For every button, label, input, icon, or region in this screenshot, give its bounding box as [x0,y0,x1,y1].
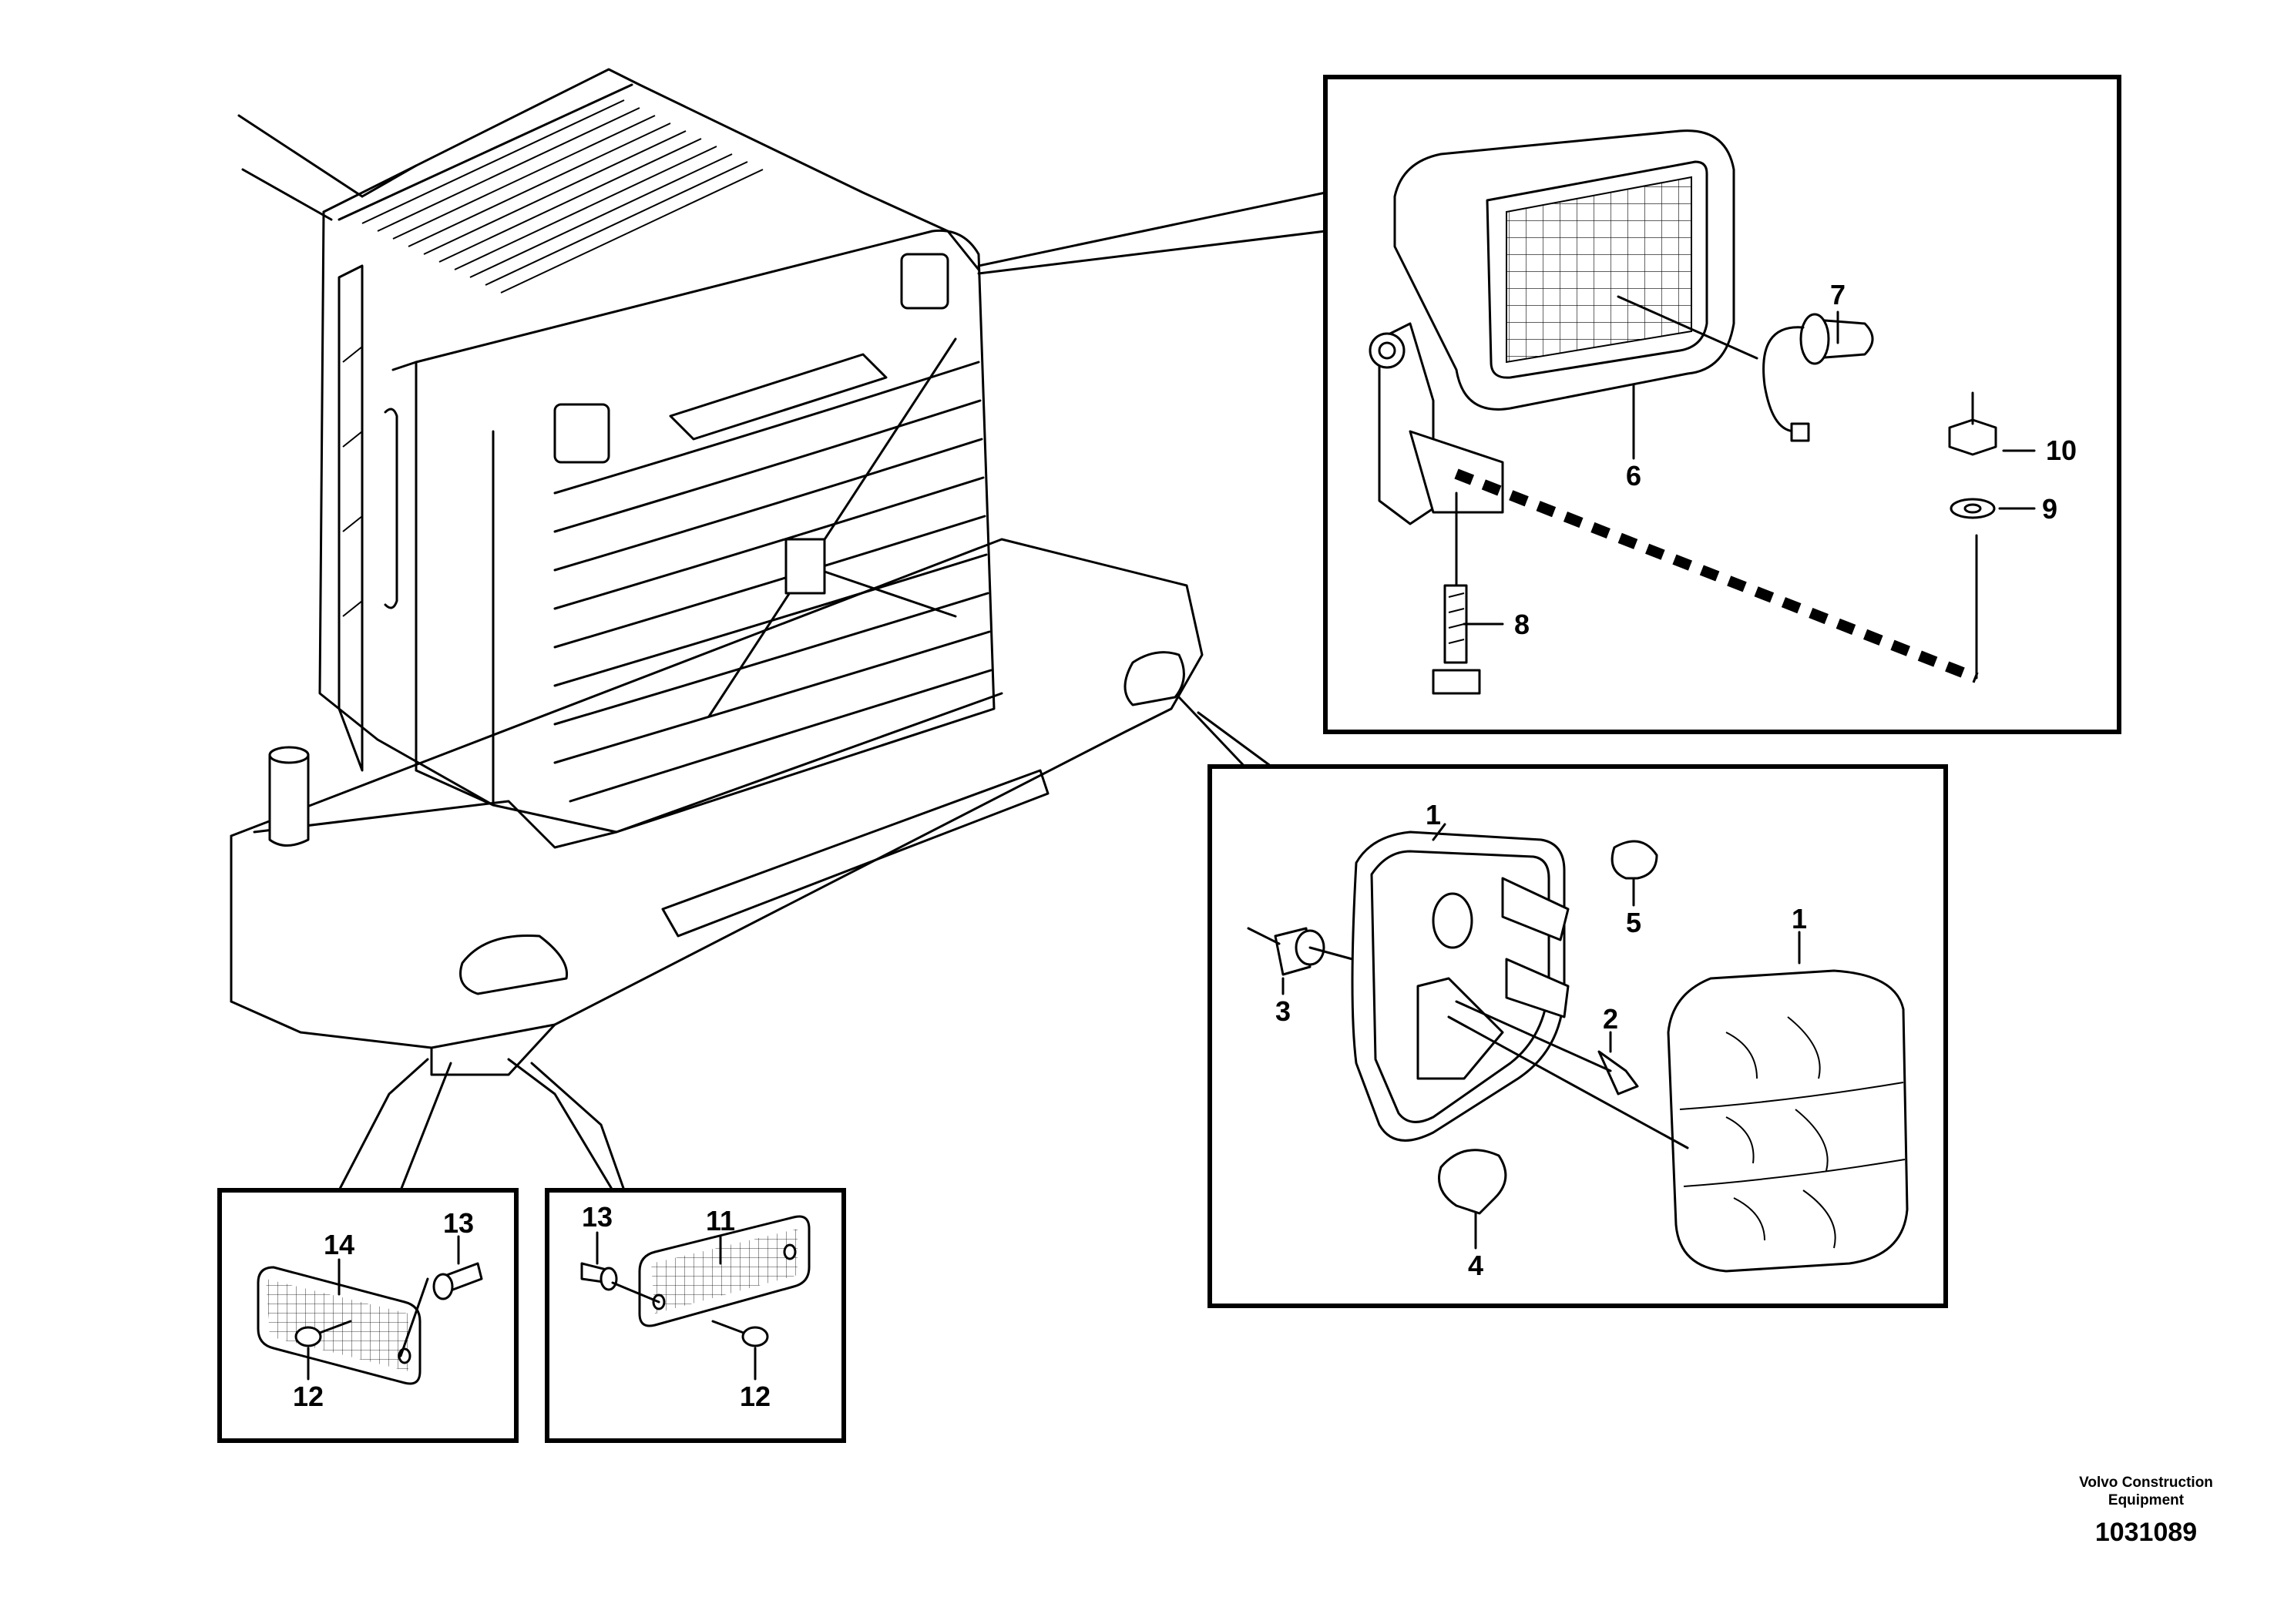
detail-box-work-lamp [1323,75,2121,734]
bumper-lamp-left [459,934,569,995]
grille-slats [553,361,992,803]
bulb-small [1611,840,1658,880]
callout-10: 10 [2046,435,2077,466]
halogen-bulb [1813,318,1874,360]
callout-numbers: 1 1 2 3 4 5 6 7 8 9 10 11 12 12 13 13 14 [293,279,2077,1412]
cab-work-lamp-left [553,403,610,464]
cab-work-lamp-right [900,253,949,310]
callout-2: 2 [1603,1003,1618,1035]
callout-14: 14 [324,1229,354,1260]
document-footer: Volvo Construction Equipment 1031089 [2079,1475,2213,1547]
bulb-large [1438,1149,1507,1215]
machine-front-view [230,68,1204,1076]
hex-nut [1948,418,1997,456]
callout-4: 4 [1468,1250,1483,1281]
callout-12-left: 12 [293,1381,324,1412]
callout-5: 5 [1626,907,1641,938]
document-number: 1031089 [2095,1518,2197,1547]
callout-12-right: 12 [740,1381,771,1412]
hood-vents [361,99,764,294]
credit-line-1: Volvo Construction [2079,1475,2213,1491]
detail-box-side-marker-left [217,1188,519,1443]
detail-leaders [338,191,1327,1192]
detail-box-indicator-lamp [1207,764,1948,1308]
callout-9: 9 [2042,493,2057,525]
callout-8: 8 [1514,609,1530,640]
credit-line-2: Equipment [2108,1492,2185,1508]
callout-11: 11 [706,1205,735,1236]
callout-7: 7 [1830,279,1846,310]
callout-6: 6 [1626,460,1641,492]
callout-1-lens: 1 [1792,903,1807,934]
callout-3: 3 [1275,995,1291,1027]
detail-box-side-marker-right [545,1188,846,1443]
callout-13-right: 13 [582,1201,613,1233]
lamp-lens [1667,969,1909,1273]
callout-1-base: 1 [1426,799,1441,830]
bumper-lamp-right [1123,651,1185,706]
callout-13-left: 13 [443,1207,474,1239]
